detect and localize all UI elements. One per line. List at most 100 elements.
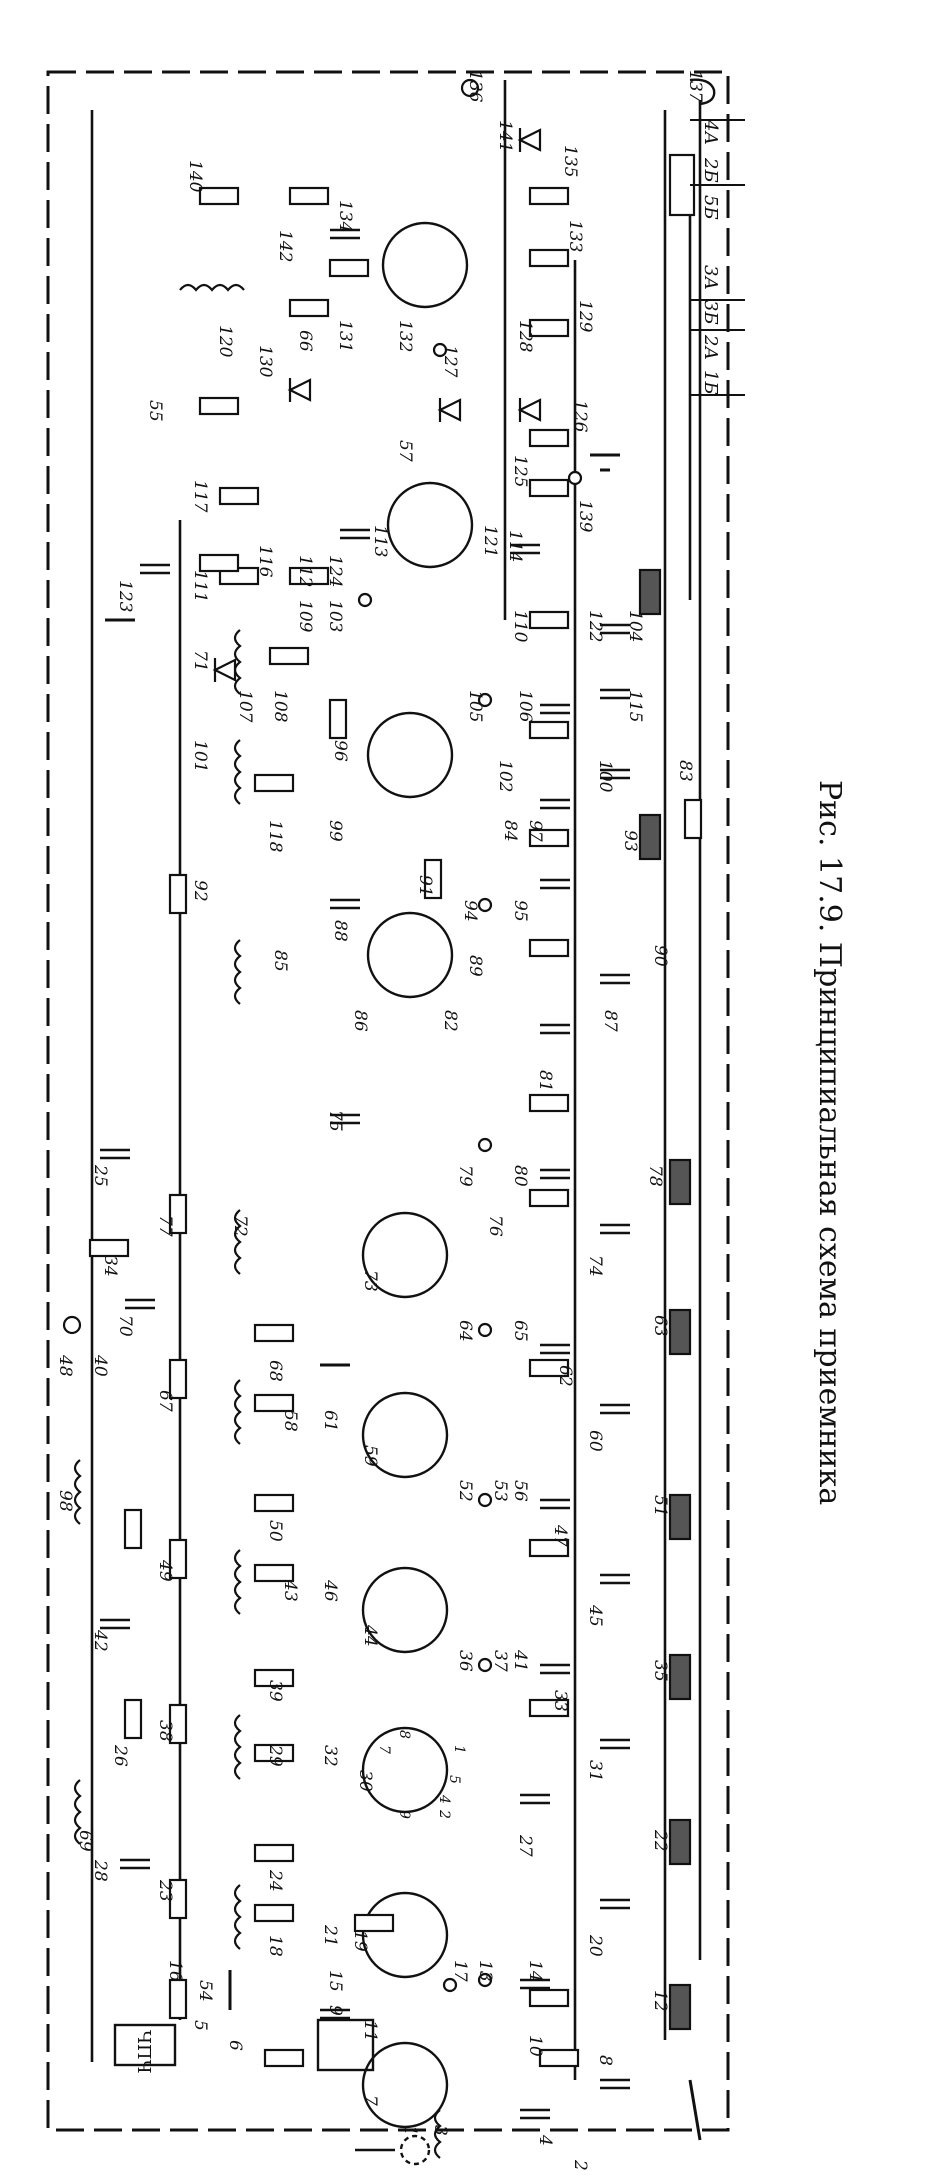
terminal-2b: 2Б <box>700 157 721 183</box>
label-43: 43 <box>280 1579 300 1602</box>
label-90: 90 <box>650 945 670 967</box>
label-109: 109 <box>295 600 315 633</box>
label-133: 133 <box>565 220 585 252</box>
terminal-3a: 3А <box>700 265 721 290</box>
label-29: 29 <box>265 1744 285 1767</box>
chokes <box>638 568 692 2031</box>
label-24: 24 <box>265 1869 285 1892</box>
label-128: 128 <box>515 320 535 353</box>
label-64: 64 <box>455 1320 475 1342</box>
label-105: 105 <box>465 690 485 722</box>
label-101: 101 <box>190 740 210 772</box>
label-87: 87 <box>600 1010 620 1032</box>
label-85: 85 <box>270 950 290 972</box>
label-5: 5 <box>190 2020 210 2031</box>
label-25: 25 <box>90 1164 110 1187</box>
label-115: 115 <box>625 690 645 722</box>
unit-label: ЧПЧ <box>133 2030 154 2074</box>
label-31: 31 <box>585 1760 605 1782</box>
label-71: 71 <box>190 650 210 672</box>
label-80: 80 <box>510 1165 530 1187</box>
label-135: 135 <box>560 145 580 177</box>
label-19: 19 <box>350 1930 370 1952</box>
tube-59 <box>361 1391 449 1479</box>
label-45: 45 <box>585 1604 605 1627</box>
label-27: 27 <box>515 1834 535 1857</box>
label-83: 83 <box>675 760 695 782</box>
label-3: 3 <box>430 2125 450 2136</box>
grounds <box>105 453 702 2141</box>
label-113: 113 <box>370 525 390 557</box>
label-33: 33 <box>550 1690 570 1712</box>
pin-1: 1 <box>451 1745 467 1754</box>
label-39: 39 <box>265 1680 285 1702</box>
label-52: 52 <box>455 1480 475 1502</box>
pin-5: 5 <box>446 1775 462 1784</box>
label-58: 58 <box>280 1410 300 1432</box>
tube-113 <box>386 481 474 569</box>
label-30: 30 <box>355 1770 375 1792</box>
label-59: 59 <box>360 1445 380 1467</box>
label-103: 103 <box>325 600 345 632</box>
figure-caption: Рис. 17.9. Принципиальная схема приемник… <box>812 780 847 1505</box>
label-110: 110 <box>510 610 530 643</box>
label-42: 42 <box>90 1629 110 1652</box>
label-40: 40 <box>90 1354 110 1377</box>
resistors <box>88 153 703 2068</box>
tube-86 <box>366 911 454 999</box>
label-120: 120 <box>215 325 235 358</box>
label-88: 88 <box>330 920 350 942</box>
unit-box <box>113 2023 177 2067</box>
tube-7 <box>361 2041 449 2129</box>
terminal-3b: 3Б <box>700 300 721 325</box>
label-16: 16 <box>165 1960 185 1982</box>
label-96: 96 <box>330 740 350 762</box>
label-100: 100 <box>595 760 615 793</box>
label-6: 6 <box>225 2040 245 2051</box>
label-76: 76 <box>485 1215 505 1237</box>
antenna-input <box>355 78 716 2166</box>
label-10: 10 <box>525 2035 545 2057</box>
label-48: 48 <box>55 1354 75 1377</box>
label-108: 108 <box>270 690 290 723</box>
label-12: 12 <box>650 1990 670 2012</box>
label-49: 49 <box>155 1559 175 1582</box>
label-93: 93 <box>620 830 640 852</box>
label-112: 112 <box>295 555 315 587</box>
label-74: 74 <box>585 1255 605 1277</box>
label-1: 1 <box>400 2125 420 2136</box>
label-32: 32 <box>320 1745 340 1767</box>
label-37: 37 <box>490 1650 510 1672</box>
label-47: 47 <box>550 1524 570 1547</box>
label-111: 111 <box>190 570 210 602</box>
label-11: 11 <box>360 2020 380 2042</box>
pin-8: 8 <box>396 1730 412 1739</box>
label-65: 65 <box>510 1320 530 1342</box>
chassis-outline <box>46 70 730 2132</box>
label-35: 35 <box>650 1660 670 1682</box>
test-points <box>62 78 583 1993</box>
tube-73 <box>361 1211 449 1299</box>
label-106: 106 <box>515 690 535 723</box>
label-66: 66 <box>295 330 315 352</box>
label-69: 69 <box>75 1830 95 1852</box>
label-20: 20 <box>585 1934 605 1957</box>
label-55: 55 <box>145 400 165 422</box>
tube-132 <box>381 221 469 309</box>
diodes <box>212 128 542 682</box>
capacitors <box>100 228 630 2120</box>
label-2: 2 <box>570 2159 590 2171</box>
label-104: 104 <box>625 610 645 642</box>
label-22: 22 <box>650 1829 670 1852</box>
label-95: 95 <box>510 900 530 922</box>
pin-9: 9 <box>396 1810 412 1819</box>
label-70: 70 <box>115 1315 135 1337</box>
label-78: 78 <box>645 1165 665 1187</box>
pin-4: 4 <box>436 1794 452 1804</box>
label-23: 23 <box>155 1879 175 1902</box>
label-51: 51 <box>650 1495 670 1517</box>
label-50: 50 <box>265 1520 285 1542</box>
label-121: 121 <box>480 525 500 557</box>
